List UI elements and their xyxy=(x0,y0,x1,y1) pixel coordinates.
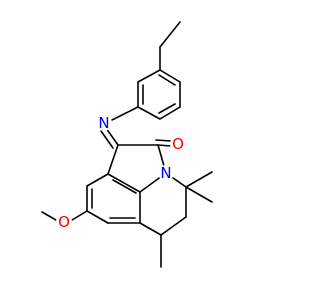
bond xyxy=(159,106,181,120)
bond xyxy=(112,179,137,194)
bond xyxy=(86,210,109,224)
bond xyxy=(159,69,181,83)
bond xyxy=(41,211,57,221)
ring-nitrogen-label: N xyxy=(160,164,171,182)
bond xyxy=(160,216,187,236)
imine-nitrogen-label: N xyxy=(98,114,109,132)
bond xyxy=(107,173,141,193)
bond xyxy=(158,74,176,86)
bond xyxy=(137,69,161,83)
bond xyxy=(137,106,161,120)
molecule-canvas: N O N O xyxy=(41,21,213,268)
bond xyxy=(158,103,176,114)
bond xyxy=(139,222,162,236)
bond xyxy=(105,127,119,146)
bond xyxy=(155,139,172,142)
bond xyxy=(71,210,88,221)
bond xyxy=(100,130,114,149)
bond xyxy=(185,186,213,203)
carbonyl-oxygen-label: O xyxy=(172,135,184,153)
methoxy-oxygen-label: O xyxy=(58,213,70,231)
bond xyxy=(111,106,139,121)
bond xyxy=(86,173,109,187)
bond xyxy=(185,171,213,188)
structure-drawing: N O N O xyxy=(41,21,213,268)
bond xyxy=(159,21,181,48)
bond xyxy=(157,144,172,147)
bond xyxy=(107,144,119,175)
